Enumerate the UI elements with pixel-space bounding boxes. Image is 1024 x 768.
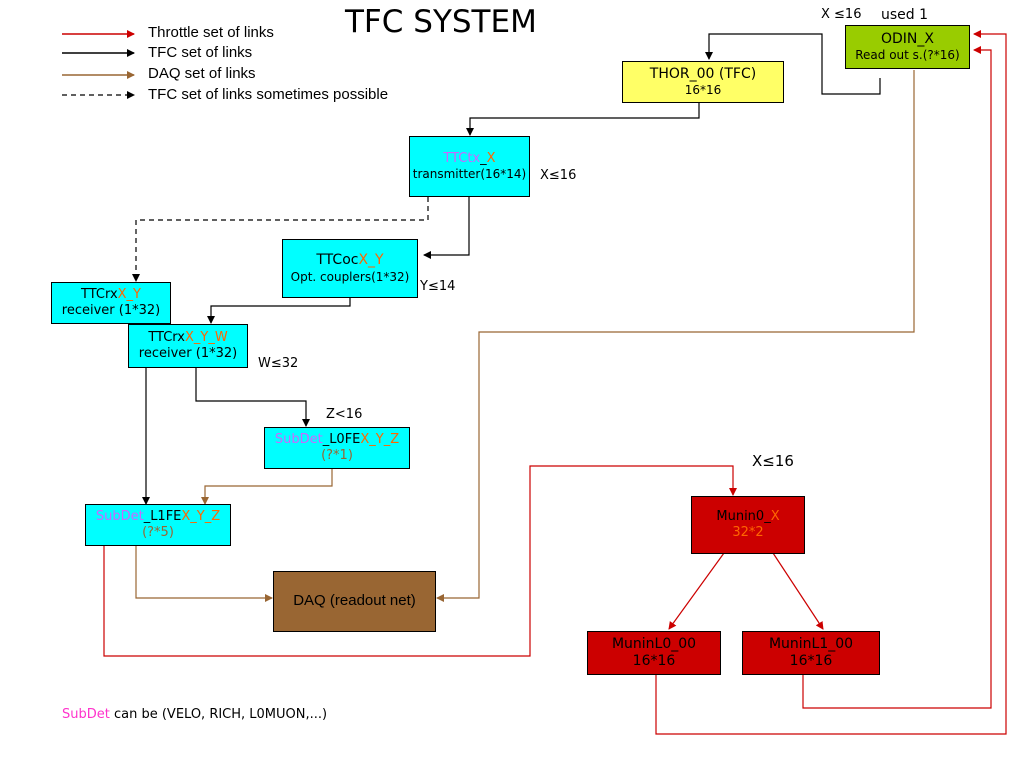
node-l0fe-title-part: _L0FE [322,431,361,447]
node-ttcrx-xy-title-part: TTCrx [80,286,118,302]
node-odin-sub: Read out s.(?*16) [855,48,960,63]
node-ttcoc-title: TTCocX_Y [316,252,383,270]
node-ttctx-title-var: X [486,150,496,166]
link-odin-to-thor [705,33,881,95]
node-muninl0-title: MuninL0_00 [611,635,697,652]
node-muninl0-sub: 16*16 [632,653,676,669]
node-ttcrx-xyw-title-part: TTCrx [148,329,185,345]
link-ttctx-to-ttcoc [423,197,470,259]
node-l1fe-sub: (?*5) [142,525,174,540]
link-l1fe-to-daq [135,546,273,602]
node-l1fe-title-part: _L1FE [143,508,182,524]
node-muninl0[interactable]: MuninL0_00 16*16 [587,631,721,675]
node-l0fe[interactable]: SubDet_L0FEX_Y_Z (?*1) [264,427,410,469]
node-l1fe-title-subdet: SubDet [95,508,144,524]
legend-label-throttle: Throttle set of links [148,24,274,41]
node-daq[interactable]: DAQ (readout net) [273,571,436,632]
node-odin[interactable]: ODIN_X Read out s.(?*16) [845,25,970,69]
legend-label-tfc-dashed: TFC set of links sometimes possible [148,86,389,103]
link-muninl1-to-odin [802,46,992,709]
odin-note-x: X ≤16 [821,7,862,22]
node-ttctx-sub: transmitter(16*14) [412,167,527,182]
link-ttcoc-to-ttcrxw [207,298,351,324]
node-ttctx[interactable]: TTCtx_X transmitter(16*14) [409,136,530,197]
link-ttctx-to-ttcrx-dashed [132,197,429,282]
legend-label-tfc: TFC set of links [148,44,253,61]
l0fe-note: Z<16 [326,407,363,422]
node-ttcoc[interactable]: TTCocX_Y Opt. couplers(1*32) [282,239,418,298]
node-thor-title: THOR_00 (TFC) [649,65,757,82]
node-muninl1-title: MuninL1_00 [768,635,854,652]
node-ttcoc-title-part: TTCoc [316,252,359,269]
node-l1fe-title: SubDet_L1FEX_Y_Z [96,509,220,525]
node-thor-sub: 16*16 [684,83,722,98]
node-ttcoc-sub: Opt. couplers(1*32) [290,269,410,284]
node-ttcrx-xy[interactable]: TTCrxX_Y receiver (1*32) [51,282,171,324]
node-ttcrx-xy-title-var: X_Y [117,286,142,302]
link-muninl0-to-odin [655,30,1007,735]
node-muninl1-sub: 16*16 [789,653,833,669]
node-munin0[interactable]: Munin0_X 32*2 [691,496,805,554]
node-l0fe-sub: (?*1) [321,448,353,463]
node-muninl1[interactable]: MuninL1_00 16*16 [742,631,880,675]
footnote-subdet: SubDet [62,707,110,722]
node-odin-title: ODIN_X [881,30,934,47]
link-l1fe-to-munin0 [103,465,737,657]
legend-label-daq: DAQ set of links [148,65,256,82]
node-munin0-title-var: X [770,508,780,524]
ttctx-note: X≤16 [540,168,577,183]
node-ttcrx-xy-title: TTCrxX_Y [81,287,141,303]
ttcrx-xyw-note: W≤32 [258,356,299,371]
node-munin0-title: Munin0_X [716,509,779,525]
node-ttcrx-xyw-title: TTCrxX_Y_W [148,330,227,346]
link-l0fe-to-l1fe [201,469,333,505]
node-daq-title: DAQ (readout net) [293,592,416,610]
node-l0fe-title: SubDet_L0FEX_Y_Z [275,432,399,448]
footnote-rest: can be (VELO, RICH, L0MUON,...) [109,707,328,722]
odin-note-used: used 1 [881,7,929,23]
node-ttcrx-xyw-title-var: X_Y_W [184,329,228,345]
link-munin0-to-muninl1 [772,552,824,630]
node-munin0-sub: 32*2 [732,525,764,540]
node-munin0-title-part: Munin0_ [716,508,771,524]
node-l0fe-title-subdet: SubDet [274,431,323,447]
node-thor[interactable]: THOR_00 (TFC) 16*16 [622,61,784,103]
node-ttcoc-title-var: X_Y [358,252,384,269]
node-l1fe[interactable]: SubDet_L1FEX_Y_Z (?*5) [85,504,231,546]
node-ttcrx-xyw-sub: receiver (1*32) [138,346,238,361]
node-ttctx-title-part: TTCtx [443,150,481,166]
node-ttcrx-xy-sub: receiver (1*32) [61,303,161,318]
link-thor-to-ttctx [466,102,700,136]
footnote: SubDet can be (VELO, RICH, L0MUON,...) [62,707,327,722]
link-munin0-to-muninl0 [668,552,725,630]
node-ttcrx-xyw[interactable]: TTCrxX_Y_W receiver (1*32) [128,324,248,368]
munin0-note: X≤16 [752,452,794,470]
node-ttctx-title: TTCtx_X [443,151,495,167]
link-ttcrxw-to-l0fe [195,368,310,427]
node-ttctx-title-sep: _ [480,150,487,166]
ttcoc-note: Y≤14 [420,279,456,294]
node-l1fe-title-var: X_Y_Z [181,508,221,524]
link-odin-to-daq [436,70,915,602]
page-title: TFC SYSTEM [345,4,537,40]
node-l0fe-title-var: X_Y_Z [360,431,400,447]
